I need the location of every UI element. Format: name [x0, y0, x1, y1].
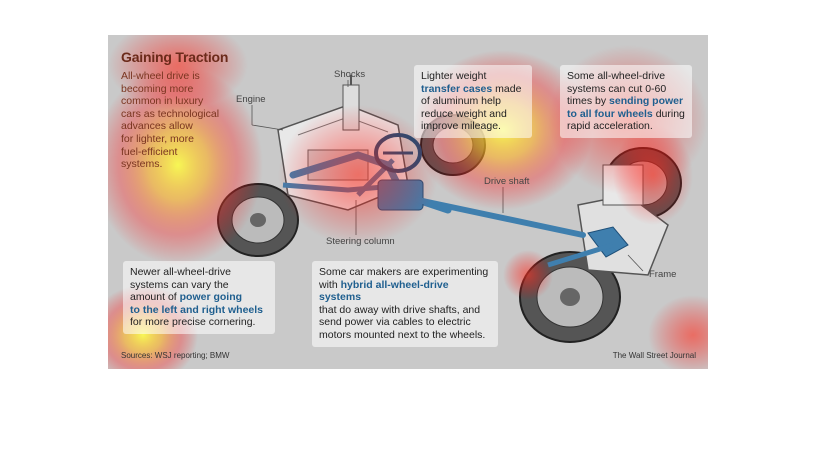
callout-line: Some all-wheel-drive — [567, 70, 666, 82]
callout-line: send power via cables to electric — [319, 316, 471, 329]
sources-note: Sources: WSJ reporting; BMW — [121, 351, 230, 360]
callout-text: during — [655, 107, 685, 120]
intro-line: becoming more — [121, 82, 194, 95]
callout-highlight: hybrid all-wheel-drive systems — [319, 278, 449, 304]
callout-line: Lighter weight — [421, 70, 487, 82]
drive-shaft-label: Drive shaft — [484, 176, 530, 187]
transfer-case-callout: Lighter weight transfer cases made of al… — [414, 65, 532, 138]
callout-line: times by sending power — [567, 95, 685, 108]
page-title: Gaining Traction — [121, 49, 229, 65]
callout-text: amount of — [130, 291, 177, 304]
intro-line: All-wheel drive is — [121, 70, 200, 82]
frame-label: Frame — [649, 269, 677, 280]
callout-line: Some car makers are experimenting — [319, 266, 489, 278]
callout-line: that do away with drive shafts, and — [319, 303, 481, 316]
intro-line: common in luxury — [121, 95, 204, 108]
intro-line: for lighter, more — [121, 132, 194, 145]
callout-text: times by — [567, 95, 607, 108]
callout-line: amount of power going — [130, 291, 268, 304]
callout-highlight: transfer cases — [421, 82, 493, 95]
intro-line: cars as technological — [121, 107, 220, 120]
callout-line: of aluminum help — [421, 95, 501, 108]
steering-column-label: Steering column — [326, 236, 395, 247]
intro-line: fuel-efficient — [121, 145, 178, 158]
callout-text: made — [495, 82, 522, 95]
callout-line: to all four wheels during — [567, 108, 685, 121]
callout-line: to the left and right wheels — [130, 304, 268, 317]
callout-line: improve mileage. — [421, 120, 501, 133]
callout-line: systems can cut 0-60 — [567, 82, 667, 95]
hybrid-awd-callout: Some car makers are experimenting with h… — [312, 261, 498, 347]
callout-line: motors mounted next to the wheels. — [319, 328, 486, 341]
intro-line: advances allow — [121, 120, 193, 133]
shocks-label: Shocks — [334, 69, 366, 80]
callout-line: for more precise cornering. — [130, 316, 256, 329]
callout-line: with hybrid all-wheel-drive systems — [319, 279, 491, 304]
callout-line: reduce weight and — [421, 107, 507, 120]
callout-line: systems can vary the — [130, 278, 229, 291]
acceleration-callout: Some all-wheel-drive systems can cut 0-6… — [560, 65, 692, 138]
callout-line: rapid acceleration. — [567, 120, 653, 133]
infographic: Gaining Traction All-wheel drive is beco… — [108, 35, 708, 369]
intro-text: All-wheel drive is becoming more common … — [121, 70, 231, 171]
publisher-credit: The Wall Street Journal — [612, 351, 696, 360]
front-left-wheel — [217, 183, 299, 257]
engine-label: Engine — [236, 94, 266, 105]
callout-highlight: power going — [179, 291, 243, 304]
callout-text: with — [319, 278, 338, 291]
callout-line: Newer all-wheel-drive — [130, 266, 231, 278]
intro-line: systems. — [121, 158, 163, 171]
callout-line: transfer cases made — [421, 83, 525, 96]
callout-highlight: sending power — [609, 95, 684, 108]
shock-absorber — [342, 75, 360, 131]
torque-vectoring-callout: Newer all-wheel-drive systems can vary t… — [123, 261, 275, 334]
callout-highlight: to all four wheels — [567, 107, 653, 120]
callout-highlight: to the left and right wheels — [130, 303, 264, 316]
